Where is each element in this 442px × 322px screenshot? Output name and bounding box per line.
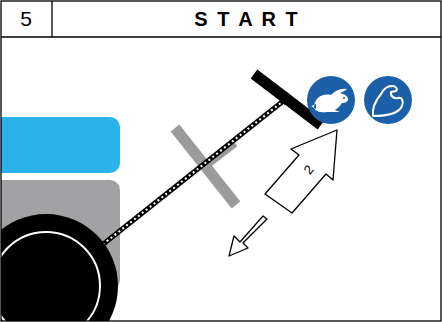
step-number: 5 bbox=[20, 7, 32, 31]
machine-top bbox=[1, 117, 120, 173]
rabbit-icon bbox=[307, 76, 355, 124]
step-title: S T A R T bbox=[194, 8, 299, 31]
wheel bbox=[1, 214, 118, 321]
pull-arrow bbox=[229, 130, 337, 256]
strength-icon bbox=[364, 76, 412, 124]
grey-handle bbox=[175, 128, 236, 205]
